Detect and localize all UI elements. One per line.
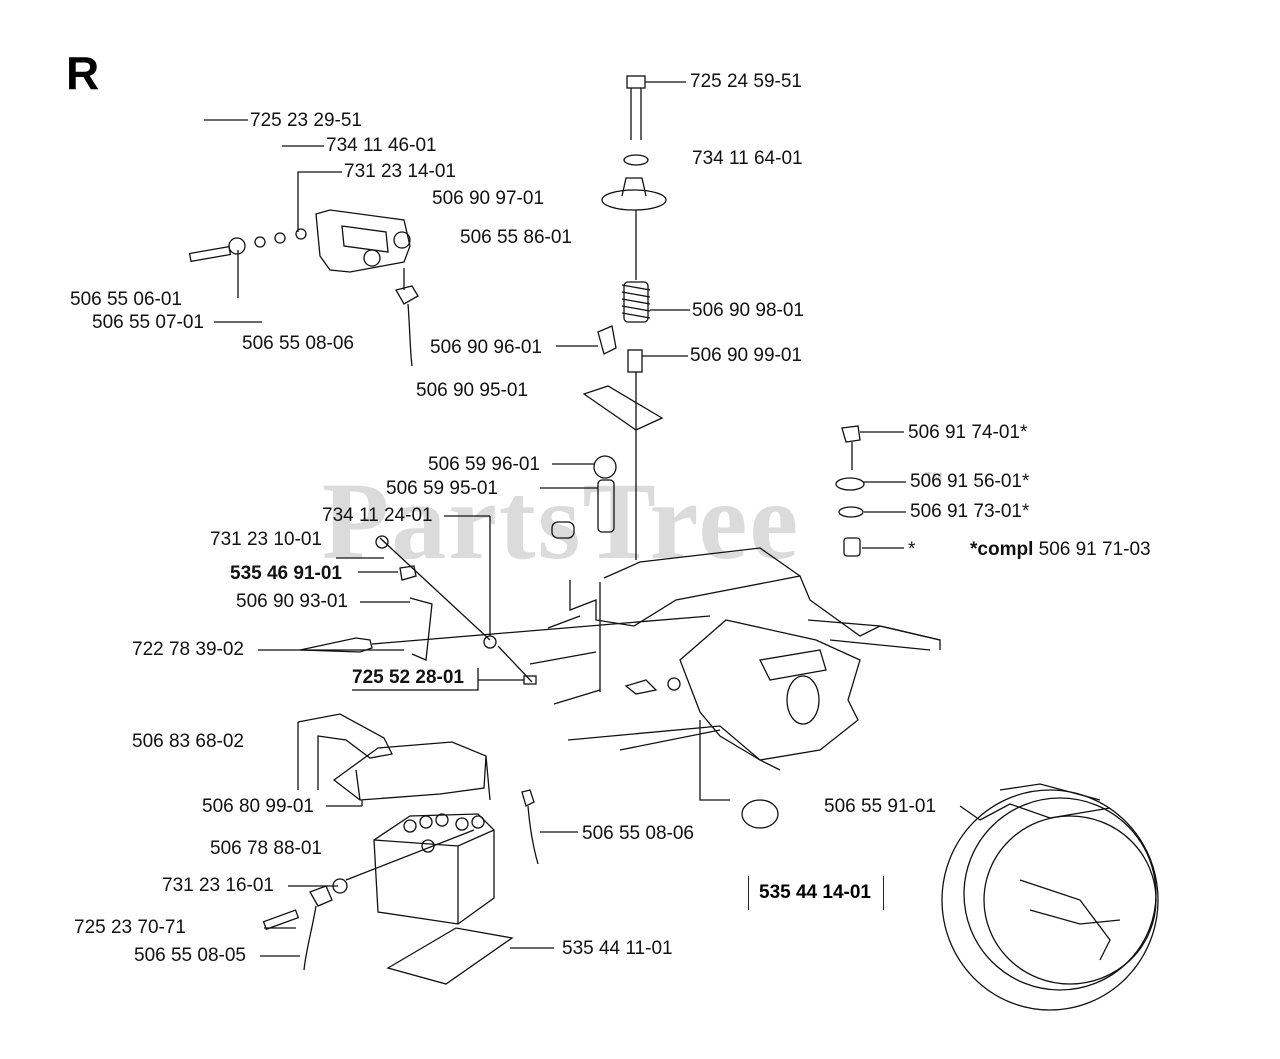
part-label: 506 55 08-06 — [242, 333, 354, 354]
part-label: 506 91 73-01* — [910, 501, 1030, 522]
section-letter: R — [66, 47, 100, 99]
part-label: 506 90 97-01 — [432, 188, 544, 209]
part-label: 731 23 10-01 — [210, 529, 322, 550]
part-label: 506 90 99-01 — [690, 345, 802, 366]
part-label: 506 55 07-01 — [92, 312, 204, 333]
part-label: 506 59 96-01 — [428, 454, 540, 475]
part-label: 734 11 64-01 — [692, 148, 803, 169]
part-label-star: * — [908, 539, 916, 560]
part-label: 506 91 74-01* — [908, 422, 1028, 443]
part-label: 506 90 95-01 — [416, 380, 528, 401]
part-label: 506 55 06-01 — [70, 289, 182, 310]
part-label: 725 24 59-51 — [690, 71, 802, 92]
part-label: 506 55 08-06 — [582, 823, 694, 844]
part-label: 506 91 56-01* — [910, 471, 1030, 492]
watermark-trademark: TM — [925, 470, 943, 484]
part-label: 506 78 88-01 — [210, 838, 322, 859]
part-label: 725 23 29-51 — [250, 110, 362, 131]
assembly-number: 535 44 14-01 — [759, 882, 871, 903]
watermark: PartsTree — [322, 460, 801, 582]
complete-kit-label: *compl 506 91 71-03 — [970, 540, 1151, 560]
part-label: 722 78 39-02 — [132, 639, 244, 660]
part-label: 731 23 16-01 — [162, 875, 274, 896]
part-label-bold: 535 46 91-01 — [230, 563, 342, 584]
part-label: 734 11 46-01 — [326, 135, 437, 156]
part-label: 725 23 70-71 — [74, 917, 186, 938]
part-label: 734 11 24-01 — [322, 505, 433, 526]
part-label: 506 59 95-01 — [386, 478, 498, 499]
part-label: 506 90 98-01 — [692, 300, 804, 321]
assembly-number-box: 535 44 14-01 — [748, 876, 884, 910]
part-label: 535 44 11-01 — [562, 938, 673, 959]
compl-number: 506 91 71-03 — [1038, 539, 1151, 560]
part-label: 506 55 08-05 — [134, 945, 246, 966]
part-label: 506 55 86-01 — [460, 227, 572, 248]
part-label: 506 90 96-01 — [430, 337, 542, 358]
part-label: 506 80 99-01 — [202, 796, 314, 817]
part-label: 506 90 93-01 — [236, 591, 348, 612]
part-label: 506 83 68-02 — [132, 731, 244, 752]
part-label: 731 23 14-01 — [344, 161, 456, 182]
part-label: 506 55 91-01 — [824, 796, 936, 817]
part-label-bold: 725 52 28-01 — [352, 667, 464, 688]
compl-prefix: *compl — [970, 539, 1034, 560]
